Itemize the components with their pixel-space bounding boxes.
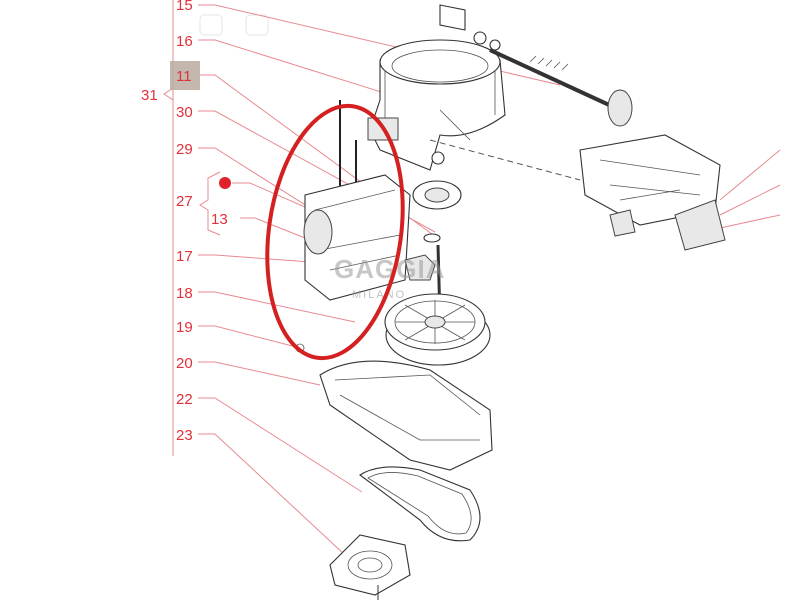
watermark-brand: GAGGIA xyxy=(334,254,445,284)
label-17: 17 xyxy=(176,248,193,265)
label-highlight xyxy=(170,61,200,90)
label-15: 15 xyxy=(176,0,193,14)
lower-housing xyxy=(295,343,493,471)
brand-watermark: GAGGIA MILANO xyxy=(334,254,445,301)
eye-icon xyxy=(245,14,269,36)
watermark-sub: MILANO xyxy=(352,289,406,301)
label-29: 29 xyxy=(176,141,193,158)
toolbar-ghost-icons xyxy=(199,14,269,36)
assembly-axis xyxy=(429,139,581,181)
drive-belt xyxy=(359,466,481,542)
red-dot-marker xyxy=(219,177,231,189)
pulley xyxy=(384,293,491,366)
label-13: 13 xyxy=(211,211,228,228)
circuit-bracket xyxy=(579,134,726,251)
worm-shaft xyxy=(439,4,633,127)
label-27: 27 xyxy=(176,193,193,210)
bracket-27 xyxy=(199,171,221,236)
label-16: 16 xyxy=(176,33,193,50)
motor-assembly xyxy=(303,100,462,321)
bottom-cover xyxy=(329,534,411,600)
part-labels: 15 16 11 31 30 29 27 13 17 18 19 20 22 2… xyxy=(141,0,231,444)
label-30: 30 xyxy=(176,104,193,121)
label-19: 19 xyxy=(176,319,193,336)
highlight-circle xyxy=(265,103,405,361)
label-20: 20 xyxy=(176,355,193,372)
label-18: 18 xyxy=(176,285,193,302)
label-23: 23 xyxy=(176,427,193,444)
label-22: 22 xyxy=(176,391,193,408)
grinder-housing xyxy=(367,39,506,171)
label-31: 31 xyxy=(141,87,158,104)
cart-icon xyxy=(199,14,223,36)
label-11: 11 xyxy=(176,68,192,85)
